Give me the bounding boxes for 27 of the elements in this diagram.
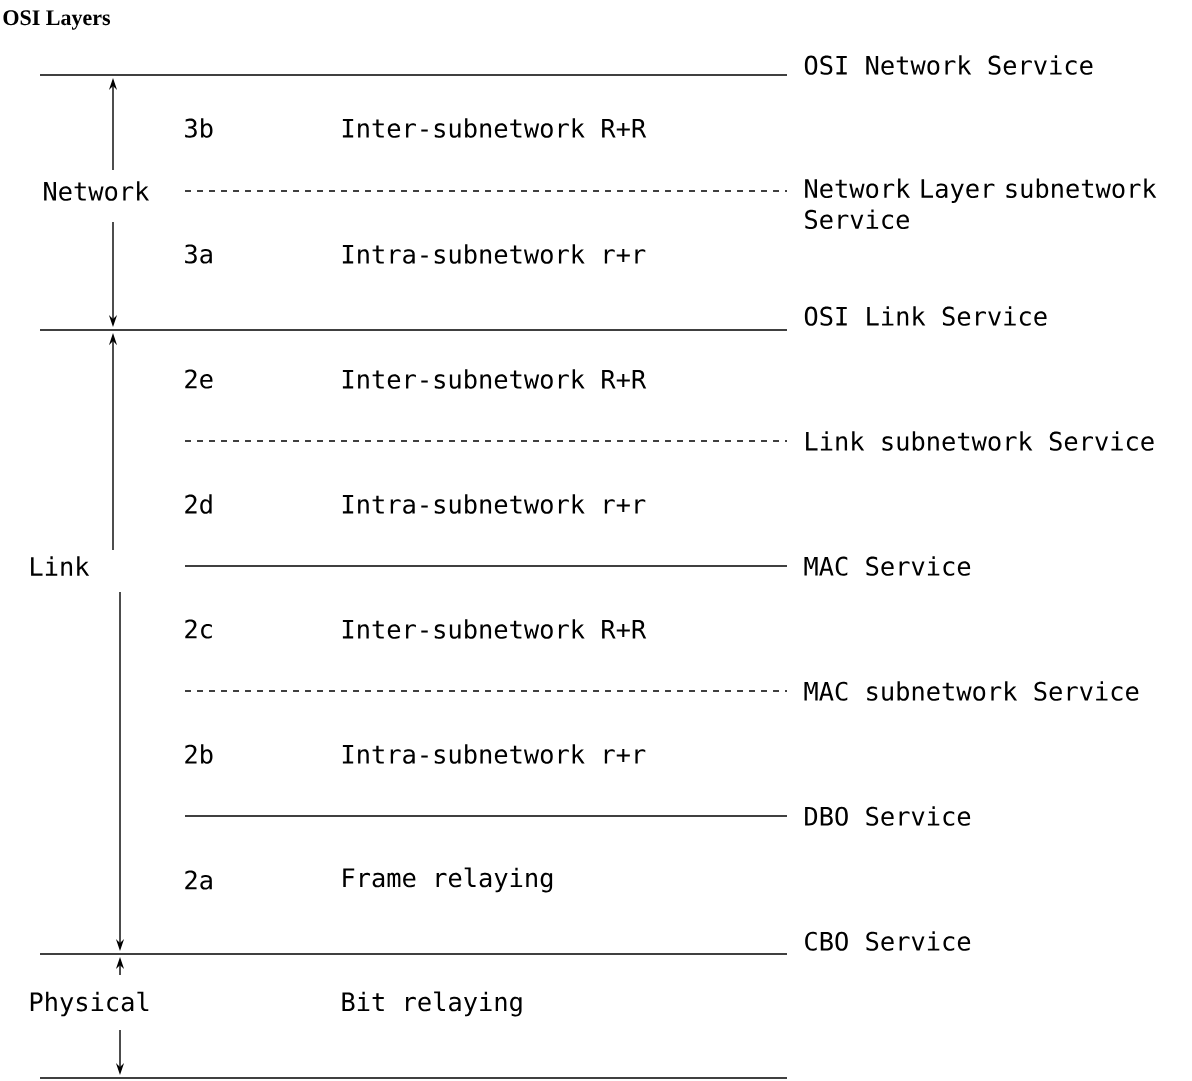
sublayer-label: Inter-subnetwork R+R	[342, 369, 647, 389]
sublayer-label: Inter-subnetwork R+R	[342, 118, 647, 138]
layer-name: Physical	[30, 991, 149, 1017]
service-label: CBO Service	[805, 931, 971, 951]
sublayer-label: Inter-subnetwork R+R	[342, 619, 647, 639]
service-label: MAC subnetwork Service	[804, 681, 1139, 701]
sublayer-label: Frame relaying	[343, 867, 553, 893]
sublayer-number: 2b	[185, 744, 213, 764]
service-label: MAC Service	[804, 556, 971, 576]
layer-name: Link	[31, 556, 90, 576]
service-label: Network Layer subnetwork Service	[805, 178, 1157, 230]
service-label: DBO Service	[805, 806, 971, 826]
sublayer-label: Intra-subnetwork r+r	[342, 244, 646, 264]
title: OSI Layers	[3, 10, 111, 30]
sublayer-number: 2e	[185, 369, 213, 389]
sublayer-label: Intra-subnetwork r+r	[342, 494, 646, 514]
layer-name: Network	[44, 181, 150, 201]
sublayer-number: 3b	[185, 118, 213, 138]
sublayer-label: Bit relaying	[342, 991, 522, 1017]
service-label: OSI Network Service	[804, 55, 1093, 75]
sublayer-number: 2c	[185, 619, 212, 639]
sublayer-number: 2a	[185, 870, 212, 890]
sublayer-number: 3a	[185, 244, 212, 264]
sublayer-number: 2d	[185, 494, 212, 514]
service-label: OSI Link Service	[804, 306, 1047, 326]
service-label: Link subnetwork Service	[806, 431, 1154, 451]
sublayer-label: Intra-subnetwork r+r	[342, 744, 646, 764]
